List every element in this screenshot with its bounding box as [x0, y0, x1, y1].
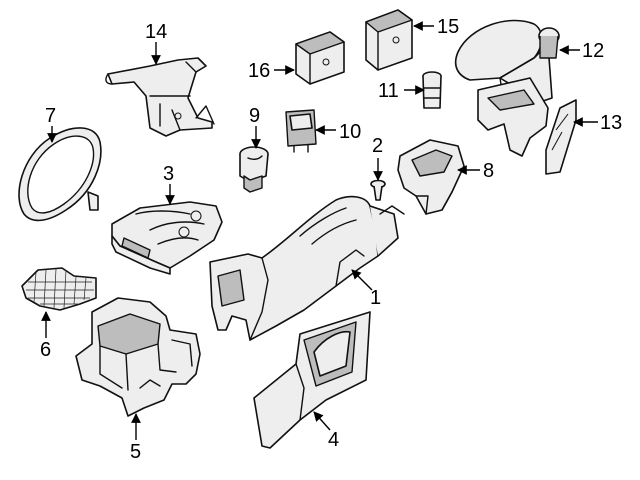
callout-5: 5 [130, 441, 141, 463]
part-1-drawing [209, 195, 405, 341]
callout-8: 8 [483, 160, 494, 182]
part-8-drawing [397, 139, 465, 215]
callout-10: 10 [339, 121, 361, 143]
part-5-drawing [75, 297, 201, 417]
part-10-drawing [285, 109, 317, 153]
callout-12: 12 [582, 40, 604, 62]
leader-lines [41, 21, 598, 440]
part-16-drawing [295, 31, 345, 85]
leader-4 [313, 411, 331, 431]
callout-16: 16 [248, 60, 270, 82]
callout-13: 13 [600, 112, 622, 134]
callout-2: 2 [372, 135, 383, 157]
part-14-drawing [105, 57, 215, 137]
part-3-drawing [111, 201, 223, 275]
part-11-drawing [422, 71, 442, 109]
part-12-drawing [454, 19, 560, 117]
leader-1 [351, 269, 373, 291]
callout-11: 11 [378, 80, 399, 102]
callout-1: 1 [370, 287, 381, 309]
part-12-support-drawing [477, 77, 549, 157]
callout-14: 14 [145, 21, 167, 43]
part-2-drawing [370, 179, 386, 201]
callout-7: 7 [45, 105, 56, 127]
callout-6: 6 [40, 339, 51, 361]
part-15-drawing [365, 9, 413, 71]
part-13-drawing [545, 99, 577, 175]
callout-15: 15 [437, 16, 459, 38]
callouts: 1 2 3 4 5 6 7 8 9 10 11 12 13 14 15 16 [40, 16, 622, 463]
part-9-drawing [239, 146, 269, 193]
part-7-drawing [18, 127, 102, 222]
part-6-drawing [21, 267, 97, 311]
part-4-drawing [253, 311, 371, 449]
callout-3: 3 [163, 163, 174, 185]
callout-4: 4 [328, 429, 339, 451]
callout-9: 9 [249, 105, 260, 127]
